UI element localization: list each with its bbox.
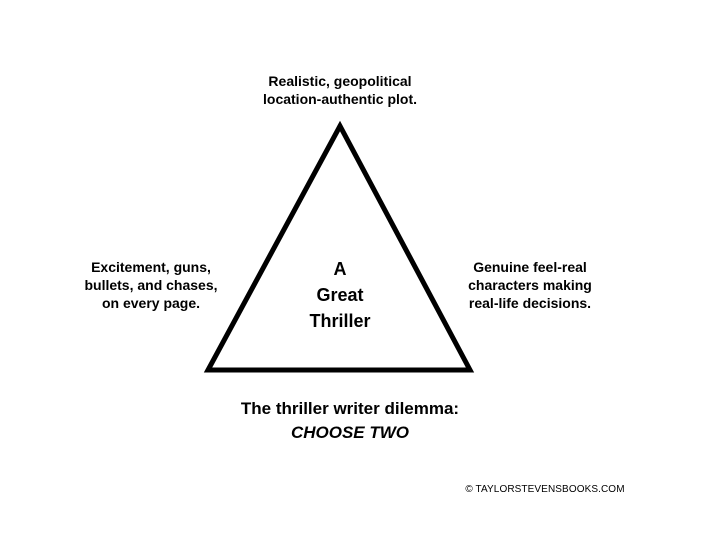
dilemma-emphasis: CHOOSE TWO	[290, 423, 410, 442]
center-line-2: Great	[316, 285, 364, 305]
left-vertex-line-2: bullets, and chases,	[84, 277, 218, 293]
right-vertex-label: Genuine feel-real characters making real…	[450, 258, 610, 312]
center-line-3: Thriller	[309, 311, 371, 331]
left-vertex-line-3: on every page.	[101, 295, 201, 311]
top-vertex-label: Realistic, geopolitical location-authent…	[230, 72, 450, 108]
left-vertex-label: Excitement, guns, bullets, and chases, o…	[70, 258, 232, 312]
dilemma-intro: The thriller writer dilemma:	[240, 399, 460, 418]
center-line-1: A	[333, 259, 347, 279]
center-label: A Great Thriller	[280, 256, 400, 334]
copyright-notice: © TAYLORSTEVENSBOOKS.COM	[465, 484, 625, 495]
top-vertex-line-1: Realistic, geopolitical	[268, 73, 412, 89]
dilemma-caption: The thriller writer dilemma: CHOOSE TWO	[190, 397, 510, 445]
top-vertex-line-2: location-authentic plot.	[263, 91, 417, 107]
right-vertex-line-2: characters making	[468, 277, 592, 293]
left-vertex-line-1: Excitement, guns,	[91, 259, 211, 275]
right-vertex-line-3: real-life decisions.	[468, 295, 592, 311]
right-vertex-line-1: Genuine feel-real	[473, 259, 587, 275]
triangle-outline	[203, 120, 475, 373]
